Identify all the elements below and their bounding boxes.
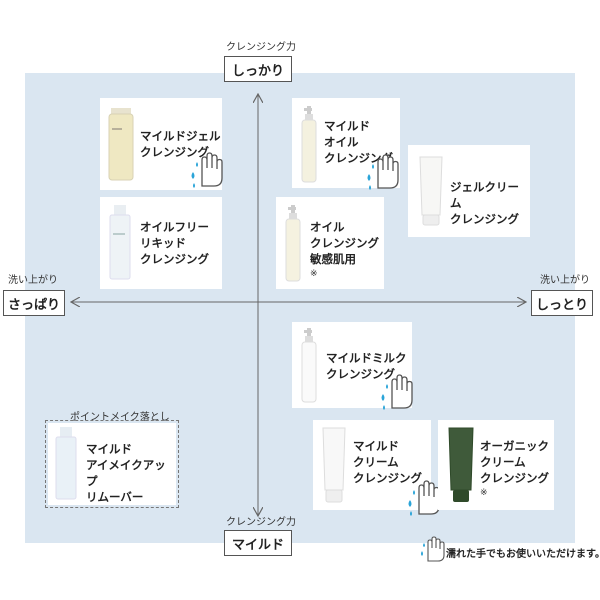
left-axis-caption: 洗い上がり <box>8 275 58 286</box>
pump-bottle-image <box>301 328 317 403</box>
tube-bottle-image <box>322 427 346 503</box>
product-name: マイルド アイメイクアップ リムーバー <box>86 442 166 504</box>
product-card-mild-oil[interactable]: マイルド オイル クレンジング <box>292 98 400 190</box>
product-name: マイルド オイル クレンジング <box>324 119 393 165</box>
right-axis-caption: 洗い上がり <box>540 275 590 286</box>
product-card-mild-milk[interactable]: マイルドミルク クレンジング <box>292 322 413 410</box>
product-card-mild-cream[interactable]: マイルド クリーム クレンジング <box>313 420 440 516</box>
product-card-oil-sensitive[interactable]: オイル クレンジング 敏感肌用 ※ <box>276 197 384 289</box>
wet-hand-icon <box>408 480 440 516</box>
product-name: オーガニック クリーム クレンジング <box>480 439 549 485</box>
product-card-mild-gel[interactable]: マイルドジェル クレンジング <box>100 98 223 190</box>
pump-bottle-image <box>301 106 317 183</box>
tube-bottle-image <box>448 427 474 502</box>
product-card-organic-cream[interactable]: オーガニック クリーム クレンジング ※ <box>438 420 554 510</box>
note-mark: ※ <box>310 269 318 279</box>
wet-hand-icon <box>367 154 399 190</box>
wet-hand-icon <box>381 374 413 410</box>
product-card-oil-free[interactable]: オイルフリー リキッド クレンジング <box>100 197 222 289</box>
right-axis-label: しっとり <box>531 290 593 316</box>
left-axis-label: さっぱり <box>3 290 65 316</box>
product-name: オイルフリー リキッド クレンジング <box>140 220 209 266</box>
point-makeup-group <box>45 420 179 508</box>
pump-bottle-image <box>285 205 301 282</box>
wet-hand-icon <box>191 152 223 188</box>
product-name: オイル クレンジング 敏感肌用 <box>310 220 379 266</box>
wet-hand-icon <box>421 536 445 562</box>
product-card-gel-cream[interactable]: ジェルクリーム クレンジング <box>408 145 530 237</box>
bottle-image <box>109 205 131 280</box>
tube-bottle-image <box>419 156 443 226</box>
bottle-image <box>55 427 77 500</box>
bottom-axis-caption: クレンジング力 <box>226 517 296 528</box>
legend-text: 濡れた手でもお使いいただけます。 <box>446 549 600 560</box>
top-axis-label: しっかり <box>224 56 292 82</box>
note-mark: ※ <box>480 488 488 498</box>
top-axis-caption: クレンジング力 <box>226 42 296 53</box>
product-name: ジェルクリーム クレンジング <box>450 180 519 226</box>
point-makeup-caption: ポイントメイク落とし <box>70 412 170 423</box>
tube-bottle-image <box>108 108 134 181</box>
bottom-axis-label: マイルド <box>224 530 292 556</box>
product-card-point-remover[interactable]: マイルド アイメイクアップ リムーバー <box>48 423 176 505</box>
product-name: マイルドジェル クレンジング <box>140 129 221 159</box>
product-name: マイルドミルク クレンジング <box>326 351 407 381</box>
product-name: マイルド クリーム クレンジング <box>353 439 422 485</box>
